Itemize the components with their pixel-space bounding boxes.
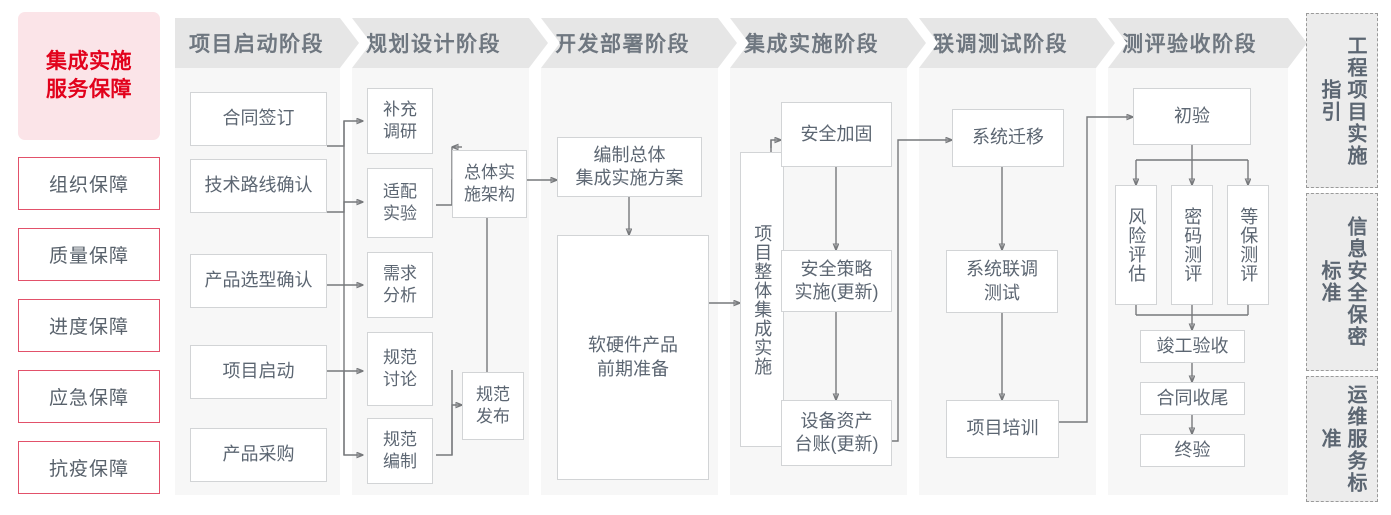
box-label-line1: 软硬件产品 — [588, 335, 678, 356]
box-label: 合同收尾 — [1156, 387, 1229, 408]
guarantee-title: 集成实施 服务保障 — [18, 12, 160, 140]
guarantee-item-organization[interactable]: 组织保障 — [18, 157, 160, 210]
phase-header-6: 测评验收阶段 — [1108, 18, 1307, 68]
phase-header-5: 联调测试阶段 — [919, 18, 1115, 68]
box-label: 竣工验收 — [1156, 335, 1229, 356]
process-box-product-selection[interactable]: 产品选型确认 — [190, 254, 327, 308]
box-label: 合同签订 — [222, 108, 295, 129]
process-box-product-procurement[interactable]: 产品采购 — [190, 428, 327, 482]
guarantee-item-label: 应急保障 — [48, 388, 129, 409]
box-label-line2: 实验 — [383, 204, 417, 223]
box-label: 安全加固 — [800, 123, 873, 144]
box-label: 初验 — [1174, 105, 1210, 126]
process-box-overall-project-integration[interactable]: 项目整体集成实施 — [740, 152, 784, 447]
box-label: 项目启动 — [222, 361, 295, 382]
guarantee-title-line1: 集成实施 — [46, 49, 132, 73]
process-box-system-joint-debug-test[interactable]: 系统联调测试 — [946, 250, 1058, 313]
phase-header-label: 测评验收阶段 — [1122, 33, 1257, 56]
process-box-risk-assessment[interactable]: 风险评估 — [1115, 185, 1157, 305]
process-box-preliminary-acceptance[interactable]: 初验 — [1133, 88, 1251, 145]
box-label: 终验 — [1174, 439, 1211, 460]
guarantee-item-epidemic[interactable]: 抗疫保障 — [18, 441, 160, 494]
box-label: 技术路线确认 — [204, 175, 313, 196]
process-box-security-hardening[interactable]: 安全加固 — [781, 102, 892, 167]
box-label-line2: 测试 — [984, 282, 1020, 303]
process-box-standard-drafting[interactable]: 规范编制 — [367, 418, 433, 484]
process-box-tech-route[interactable]: 技术路线确认 — [190, 159, 327, 213]
process-box-standard-discussion[interactable]: 规范讨论 — [367, 332, 433, 406]
phase-header-label: 规划设计阶段 — [366, 33, 501, 56]
box-label-line1: 系统联调 — [966, 259, 1038, 280]
box-label-line2: 发布 — [476, 407, 510, 426]
phase-header-2: 规划设计阶段 — [352, 18, 548, 68]
process-box-contract-closure[interactable]: 合同收尾 — [1140, 382, 1245, 415]
phase-header-1: 项目启动阶段 — [175, 18, 359, 68]
guarantee-item-schedule[interactable]: 进度保障 — [18, 299, 160, 352]
phase-header-label: 开发部署阶段 — [555, 33, 690, 56]
box-label-line1: 总体实 — [464, 162, 515, 182]
box-label-line2: 实施(更新) — [794, 282, 879, 302]
process-box-overall-implementation-architecture[interactable]: 总体实施架构 — [452, 150, 527, 218]
box-label: 风险评估 — [1126, 207, 1147, 283]
process-box-final-acceptance[interactable]: 终验 — [1140, 434, 1245, 467]
box-label: 产品选型确认 — [204, 270, 313, 291]
guarantee-title-line2: 服务保障 — [46, 78, 132, 101]
box-label-line2: 编制 — [383, 452, 417, 471]
process-box-completion-acceptance[interactable]: 竣工验收 — [1140, 330, 1245, 363]
box-label: 密码测评 — [1182, 207, 1203, 283]
box-label-line1: 规范 — [476, 384, 510, 404]
box-label: 项目整体集成实施 — [752, 223, 773, 376]
process-box-contract-signing[interactable]: 合同签订 — [190, 92, 327, 146]
phase-header-label: 项目启动阶段 — [189, 33, 324, 56]
guarantee-item-quality[interactable]: 质量保障 — [18, 228, 160, 281]
box-label-line1: 安全策略 — [800, 258, 873, 279]
box-label: 等保测评 — [1238, 207, 1259, 283]
process-box-asset-ledger-update[interactable]: 设备资产台账(更新) — [781, 400, 892, 466]
standard-om-service[interactable]: 运维服务标准 — [1306, 376, 1378, 502]
standard-engineering-implementation-guide[interactable]: 工程项目实施指引 — [1306, 13, 1378, 188]
guarantee-item-emergency[interactable]: 应急保障 — [18, 370, 160, 423]
process-box-hw-sw-preparation[interactable]: 软硬件产品前期准备 — [557, 235, 709, 480]
box-label-line2: 讨论 — [383, 370, 417, 389]
process-box-mlps-evaluation[interactable]: 等保测评 — [1227, 185, 1269, 305]
box-label-line2: 前期准备 — [597, 358, 669, 379]
box-label: 产品采购 — [222, 444, 295, 465]
box-label-line2: 集成实施方案 — [575, 168, 684, 188]
box-label-line2: 台账(更新) — [794, 434, 879, 454]
standard-label: 工程项目实施指引 — [1318, 34, 1366, 167]
standard-information-security-confidentiality[interactable]: 信息安全保密标准 — [1306, 193, 1378, 371]
box-label-line2: 调研 — [383, 122, 417, 141]
process-box-project-training[interactable]: 项目培训 — [946, 400, 1059, 458]
process-box-crypto-evaluation[interactable]: 密码测评 — [1171, 185, 1213, 305]
standard-label: 信息安全保密标准 — [1318, 216, 1366, 348]
guarantee-item-label: 进度保障 — [48, 317, 129, 338]
box-label-line1: 规范 — [383, 347, 417, 367]
box-label-line1: 补充 — [383, 99, 417, 119]
process-box-adaptation-test[interactable]: 适配实验 — [367, 168, 433, 238]
box-label-line2: 施架构 — [464, 185, 515, 204]
box-label: 项目培训 — [966, 418, 1039, 439]
guarantee-item-label: 质量保障 — [48, 246, 129, 267]
phase-header-label: 联调测试阶段 — [933, 33, 1068, 56]
standard-label: 运维服务标准 — [1318, 384, 1366, 494]
box-label-line1: 编制总体 — [593, 144, 666, 165]
process-box-overall-integration-plan[interactable]: 编制总体集成实施方案 — [557, 137, 702, 197]
process-box-requirement-analysis[interactable]: 需求分析 — [367, 252, 433, 318]
box-label-line1: 规范 — [383, 429, 417, 449]
box-label-line1: 需求 — [383, 263, 417, 283]
guarantee-item-label: 抗疫保障 — [48, 459, 129, 480]
process-box-security-policy-implementation[interactable]: 安全策略实施(更新) — [781, 250, 892, 312]
phase-header-3: 开发部署阶段 — [541, 18, 737, 68]
box-label-line1: 适配 — [383, 181, 417, 201]
guarantee-item-label: 组织保障 — [48, 175, 129, 196]
box-label-line2: 分析 — [383, 286, 417, 305]
process-box-system-migration[interactable]: 系统迁移 — [952, 109, 1064, 167]
box-label: 系统迁移 — [972, 127, 1044, 148]
process-box-project-kickoff[interactable]: 项目启动 — [190, 345, 327, 399]
phase-header-label: 集成实施阶段 — [744, 33, 879, 56]
process-box-supplementary-research[interactable]: 补充调研 — [367, 88, 433, 154]
phase-header-4: 集成实施阶段 — [730, 18, 926, 68]
process-box-standard-release[interactable]: 规范发布 — [462, 372, 524, 440]
box-label-line1: 设备资产 — [800, 410, 873, 431]
